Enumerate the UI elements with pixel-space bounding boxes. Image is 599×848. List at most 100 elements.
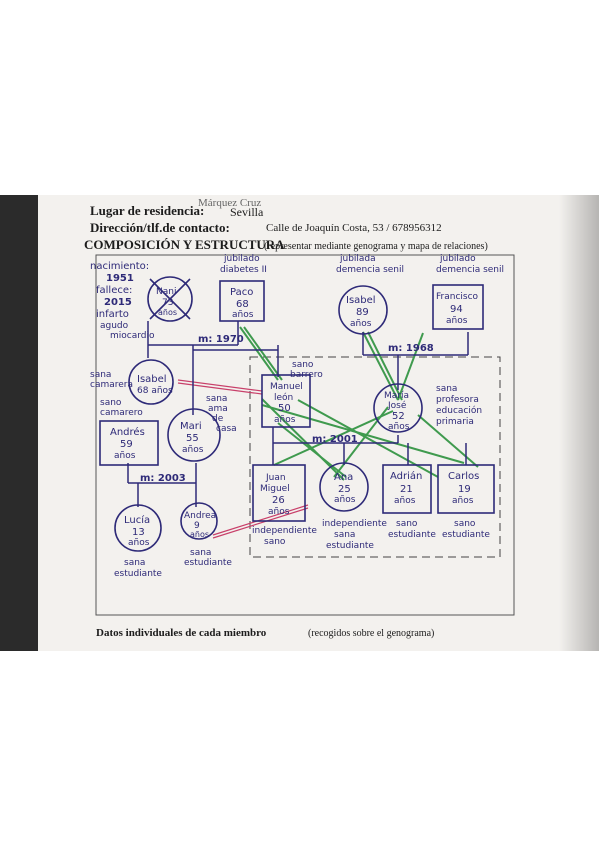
andres-name: Andrés: [110, 426, 145, 438]
maria-note-0: sana: [436, 384, 457, 394]
francisco-note-1: demencia senil: [436, 265, 504, 275]
ana-symbol: [319, 462, 369, 512]
nani-age: 73: [162, 298, 173, 308]
isabel-top-note-0: jubilada: [339, 254, 376, 264]
address-value: Calle de Joaquín Costa, 53 / 678956312: [266, 222, 442, 234]
andres-note-0: sano: [100, 398, 122, 408]
nani-line-5: agudo: [100, 321, 129, 331]
ana-note-1: sana: [334, 530, 355, 540]
adrian-age: 21: [400, 484, 413, 495]
juan-note-0: independiente: [252, 526, 317, 536]
isabel-mid-symbol: [128, 359, 174, 405]
andres-unit: años: [114, 451, 136, 461]
ana-note-0: independiente: [322, 519, 387, 529]
andres-symbol: [99, 420, 159, 466]
paco-note-1: diabetes II: [220, 265, 267, 275]
paco-age: 68: [236, 299, 249, 310]
adrian-note-0: sano: [396, 519, 418, 529]
juan-symbol: [252, 464, 306, 522]
adrian-symbol: [382, 464, 432, 514]
cut-header-text: Márquez Cruz: [198, 197, 262, 209]
conflict-lines: [177, 379, 309, 539]
nani-line-4: infarto: [96, 309, 129, 320]
maria-name2: José: [387, 400, 407, 411]
andrea-age: 9: [194, 521, 200, 531]
lucia-age: 13: [132, 527, 145, 538]
carlos-name: Carlos: [448, 471, 479, 482]
footer-label: Datos individuales de cada miembro: [96, 627, 267, 639]
nani-line-1: 1951: [106, 273, 134, 284]
ana-unit: años: [334, 495, 356, 505]
maria-age: 52: [392, 411, 405, 422]
footer-note: (recogidos sobre el genograma): [308, 628, 435, 639]
genogram-frame: [95, 254, 515, 616]
juan-name2: Miguel: [260, 484, 290, 494]
family-lines: [127, 321, 469, 507]
maria-name: María: [384, 391, 409, 401]
isabel-mid-note-0: sana: [90, 370, 111, 380]
carlos-note-1: estudiante: [442, 530, 490, 540]
document-page: Márquez Cruz Lugar de residencia: Sevill…: [38, 195, 599, 651]
isabel-mid-note-1: camarera: [90, 380, 133, 390]
carlos-unit: años: [452, 496, 474, 506]
maria-note-1: profesora: [436, 395, 479, 405]
relationship-lines: [239, 326, 479, 481]
isabel-mid-name: Isabel: [137, 374, 167, 385]
lucia-note-1: estudiante: [114, 569, 162, 579]
andrea-symbol: [180, 502, 218, 540]
adrian-name: Adrián: [390, 470, 422, 482]
marriage-right: m: 1968: [388, 343, 434, 354]
section-subtitle: (representar mediante genograma y mapa d…: [264, 241, 488, 252]
francisco-age: 94: [450, 304, 463, 315]
lucia-name: Lucía: [124, 514, 150, 526]
isabel-top-age: 89: [356, 307, 369, 318]
residence-label: Lugar de residencia:: [90, 203, 205, 218]
marriage-2003: m: 2003: [140, 473, 186, 484]
juan-age: 26: [272, 495, 285, 506]
manuel-name: Manuel: [270, 382, 303, 392]
paco-symbol: [219, 280, 265, 322]
andrea-unit: años: [190, 530, 209, 539]
mari-symbol: [167, 408, 221, 462]
manuel-symbol: [261, 374, 311, 428]
mari-note-1: ama: [208, 404, 228, 414]
francisco-unit: años: [446, 316, 468, 326]
paco-note-0: jubilado: [223, 254, 260, 264]
maria-note-3: primaria: [436, 417, 474, 427]
andres-note-1: camarero: [100, 408, 143, 418]
maria-symbol: [373, 383, 423, 433]
manuel-note-0: sano: [292, 360, 314, 370]
francisco-name: Francisco: [436, 292, 479, 302]
adrian-unit: años: [394, 496, 416, 506]
mari-name: Mari: [180, 421, 202, 432]
nani-line-0: nacimiento:: [90, 261, 149, 272]
paco-unit: años: [232, 310, 254, 320]
maria-unit: años: [388, 422, 410, 432]
isabel-mid-age: 68 años: [137, 386, 173, 396]
mari-note-2: de: [212, 414, 224, 424]
juan-note-1: sano: [264, 537, 286, 547]
andres-age: 59: [120, 439, 133, 450]
nani-symbol: [147, 276, 193, 322]
ana-age: 25: [338, 484, 351, 495]
adrian-note-1: estudiante: [388, 530, 436, 540]
isabel-top-name: Isabel: [346, 295, 376, 306]
juan-name: Juan: [265, 473, 286, 483]
juan-unit: años: [268, 507, 290, 517]
carlos-note-0: sano: [454, 519, 476, 529]
marriage-left: m: 1970: [198, 334, 244, 345]
maria-note-2: educación: [436, 405, 482, 416]
genogram: nacimiento: 1951 fallece: 2015 infarto a…: [90, 254, 515, 616]
marriage-2001: m: 2001: [312, 434, 358, 445]
andrea-note-0: sana: [190, 548, 211, 558]
nani-line-2: fallece:: [96, 285, 132, 296]
carlos-symbol: [437, 464, 495, 514]
mari-unit: años: [182, 445, 204, 455]
address-label: Dirección/tlf.de contacto:: [90, 220, 230, 235]
ana-name: Ana: [334, 472, 353, 483]
nani-line-3: 2015: [104, 297, 132, 308]
lucia-unit: años: [128, 538, 150, 548]
paco-name: Paco: [230, 287, 253, 298]
nani-name: Nani: [156, 287, 176, 297]
manuel-unit: años: [274, 415, 296, 425]
